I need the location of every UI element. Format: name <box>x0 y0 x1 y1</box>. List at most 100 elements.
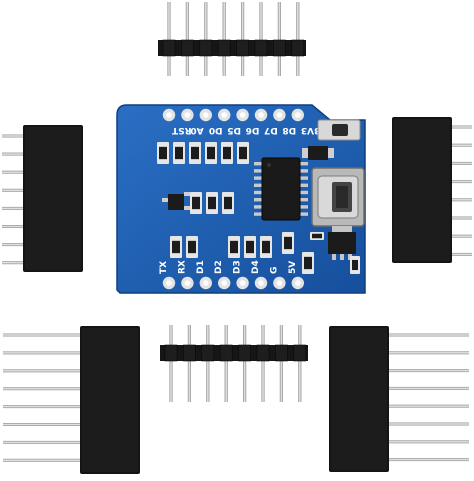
pin-label-top: 3V3 <box>301 125 321 135</box>
pin-label-top: RST <box>171 125 191 135</box>
chip-pin <box>254 162 262 166</box>
pin-hole-center <box>295 280 301 286</box>
micro-usb-connector <box>311 167 365 227</box>
header-pin <box>261 325 265 402</box>
header-pin <box>3 387 82 391</box>
header-pin <box>2 261 25 265</box>
chip-pin <box>254 212 262 216</box>
smd-component-body <box>352 259 358 271</box>
header-pin <box>450 125 472 129</box>
header-pin <box>387 440 469 444</box>
header-pin <box>243 325 247 402</box>
header-pin <box>387 458 469 462</box>
pin-label-bottom: D2 <box>214 260 224 274</box>
header-pin <box>3 351 82 355</box>
header-pin <box>3 423 82 426</box>
female-header-left-bottom <box>3 326 140 474</box>
header-pin <box>2 188 25 192</box>
header-pin-block <box>291 39 305 57</box>
pin-label-top: D0 <box>209 125 223 135</box>
header-pin-block <box>181 39 194 57</box>
smd-component-body <box>230 240 238 254</box>
header-pin <box>2 134 25 138</box>
chip-pin <box>254 198 262 202</box>
smd-component-body <box>312 233 322 239</box>
pin-label-bottom: TX <box>159 261 169 274</box>
pin-hole-center <box>239 280 246 286</box>
pin-label-bottom: G <box>269 267 279 274</box>
header-pin <box>222 2 226 76</box>
header-pin <box>298 325 302 402</box>
female-header-right-bottom <box>329 326 469 472</box>
header-pin <box>2 152 25 156</box>
pin-hole-center <box>221 280 227 286</box>
header-pin <box>167 2 171 76</box>
smd-component-body <box>224 196 232 210</box>
smd-component-body <box>304 256 312 270</box>
header-pin <box>450 161 472 165</box>
header-pin <box>241 2 245 76</box>
header-pin <box>387 404 469 408</box>
header-pin <box>206 325 210 402</box>
pin-label-top: A0 <box>190 125 203 135</box>
header-pin <box>2 170 25 174</box>
header-pin-block <box>238 344 251 362</box>
chip-pin <box>254 176 262 180</box>
header-pin <box>450 198 472 202</box>
chip-pin <box>300 183 308 187</box>
header-pin <box>296 2 300 76</box>
header-pin <box>387 333 469 337</box>
top-pin-holes <box>162 108 304 122</box>
pin-label-bottom: D3 <box>233 260 243 274</box>
reset-button <box>317 119 361 141</box>
pin-label-top: D6 <box>246 125 260 135</box>
header-pin-block <box>293 344 307 362</box>
header-pin-block <box>164 344 178 362</box>
diode <box>302 146 334 160</box>
header-pin <box>3 333 82 337</box>
header-pin <box>3 458 82 462</box>
pin-hole-center <box>184 280 191 286</box>
chip-pin <box>300 169 308 173</box>
header-pin <box>450 143 472 147</box>
pin-label-bottom: 5V <box>288 261 298 274</box>
chip-pin <box>300 190 308 195</box>
smd-component-body <box>172 240 180 254</box>
pin-hole-center <box>276 280 283 286</box>
bottom-pin-holes <box>162 276 304 290</box>
pin-hole-center <box>166 112 172 118</box>
pin-hole-center <box>295 112 301 118</box>
header-pin <box>2 243 25 247</box>
smd-component-body <box>208 196 216 210</box>
header-pin-block <box>183 344 196 362</box>
header-pin <box>259 2 263 76</box>
header-pin-block <box>275 344 288 362</box>
female-header-left-top <box>2 125 83 272</box>
chip-pin <box>300 176 308 180</box>
pin-label-bottom: RX <box>177 260 187 274</box>
smd-component-body <box>191 146 199 160</box>
pin-hole-center <box>184 112 191 118</box>
pin-label-bottom: D4 <box>251 260 261 274</box>
smd-component-body <box>192 196 200 210</box>
smd-component-body <box>188 240 196 254</box>
header-pin-block <box>201 344 215 362</box>
header-pin <box>387 422 469 426</box>
header-pin <box>279 325 283 402</box>
pin-hole-center <box>166 280 172 286</box>
header-pin <box>2 206 25 210</box>
smd-component-body <box>284 236 292 250</box>
header-pin <box>187 325 191 402</box>
header-pin-block <box>273 39 286 57</box>
male-header-bottom <box>160 325 308 402</box>
header-pin <box>387 351 469 355</box>
header-pin <box>3 369 82 373</box>
pin-hole-center <box>239 112 246 118</box>
header-pin <box>450 216 472 220</box>
smd-component-body <box>159 146 167 160</box>
header-pin-block <box>217 39 231 57</box>
pin-hole-center <box>258 112 264 118</box>
pin-hole-center <box>258 280 264 286</box>
